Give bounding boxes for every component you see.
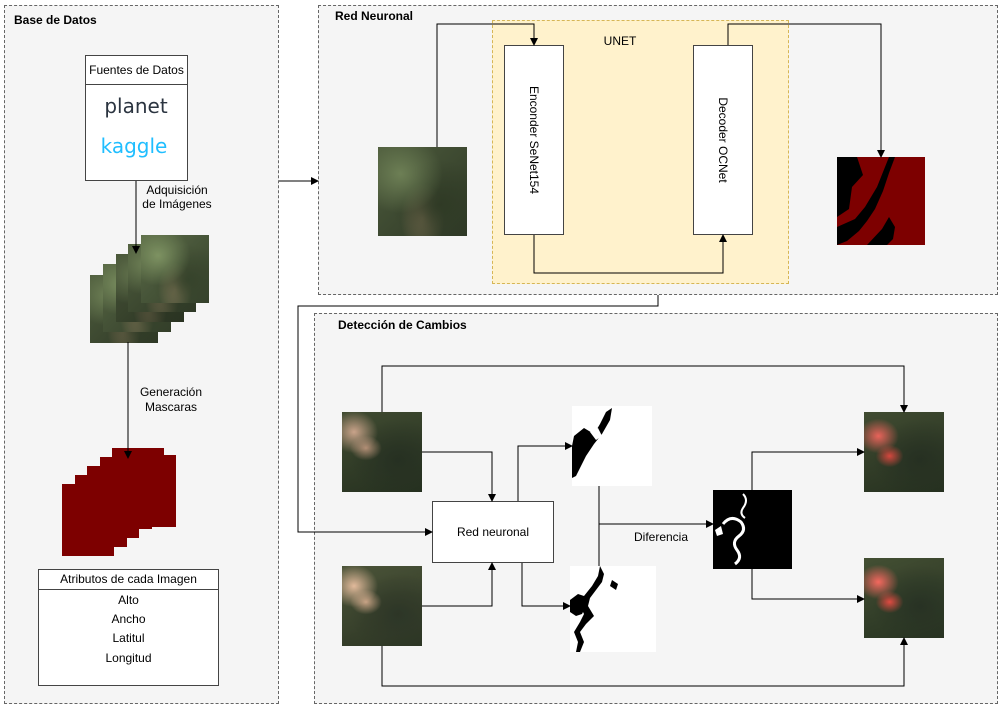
masks-label-2: Mascaras [144, 400, 197, 414]
kaggle-logo-text: kaggle [100, 134, 168, 158]
image-t2 [342, 566, 422, 646]
decoder-box [693, 45, 753, 235]
binary-mask-t1-shape [572, 408, 612, 478]
network-panel-title: Red Neuronal [335, 9, 414, 23]
input-satellite-image [378, 147, 467, 236]
attribute-item: Ancho [111, 612, 146, 626]
output-mask-image [837, 157, 925, 245]
data-sources-header [85, 55, 188, 85]
change-detection-panel-title: Detección de Cambios [338, 318, 467, 332]
attribute-item: Latitul [112, 631, 145, 645]
arrow-box-to-mask-t1 [517, 442, 573, 501]
planet-logo: planet [100, 94, 172, 118]
difference-image-shape [715, 493, 747, 566]
image-t1 [342, 412, 422, 492]
acquisition-label-1: Adquisición [146, 183, 208, 197]
database-panel-title: Base de Datos [14, 13, 97, 27]
arrow-t1-to-box [422, 451, 496, 502]
binary-mask-t2-shape [570, 566, 618, 652]
attributes-header [39, 570, 218, 590]
mask-stack-6 [124, 455, 176, 527]
arrow-difference-to-result-t2 [751, 569, 865, 603]
attribute-item: Longitud [105, 651, 152, 665]
difference-image [713, 490, 792, 569]
arrow-decoder-to-output [727, 23, 885, 158]
acquisition-label-2: de Imágenes [142, 197, 212, 211]
change-detection-panel [314, 313, 998, 704]
unet-label: UNET [603, 34, 637, 48]
arrow-t1-to-result-t1 [381, 365, 908, 413]
result-image-t2 [864, 558, 944, 638]
attributes-box [38, 569, 219, 686]
data-sources-box [85, 55, 188, 181]
binary-mask-t1 [572, 406, 652, 486]
result-image-t1 [864, 412, 944, 492]
arrow-difference-to-result-t1 [751, 448, 865, 490]
masks-label-1: Generación [139, 385, 203, 399]
kaggle-logo: kaggle [98, 134, 170, 158]
attributes-title: Atributos de cada Imagen [60, 572, 197, 586]
arrow-t2-to-box [422, 562, 496, 607]
difference-label: Diferencia [633, 530, 689, 544]
attribute-item: Alto [118, 593, 139, 607]
encoder-box [504, 45, 564, 235]
binary-mask-t2 [570, 566, 656, 652]
arrow-input-to-encoder [436, 23, 538, 147]
arrow-network-to-box [297, 295, 659, 536]
satellite-image-stack-5 [141, 235, 209, 303]
arrow-box-to-mask-t2 [521, 563, 571, 610]
arrow-encoder-to-decoder [533, 234, 727, 274]
arrow-t2-to-result-t2 [381, 637, 908, 687]
planet-logo-text: planet [104, 94, 168, 118]
output-mask-river-shape [837, 157, 895, 245]
red-neuronal-label: Red neuronal [456, 525, 530, 539]
red-neuronal-box [432, 501, 554, 563]
data-sources-title: Fuentes de Datos [89, 63, 184, 77]
